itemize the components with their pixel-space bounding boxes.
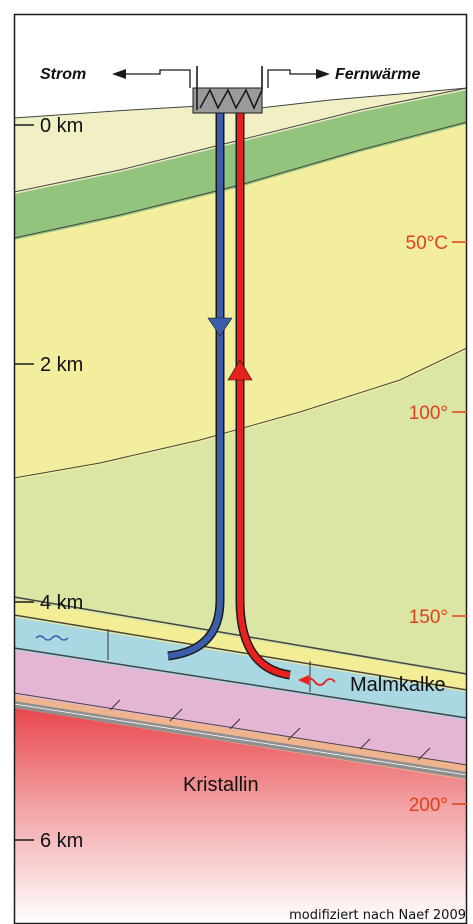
arrow-right-icon xyxy=(316,69,330,79)
heat-wiggle-arrow-icon xyxy=(306,677,336,686)
pink-layer xyxy=(14,648,467,765)
kristallin-label: Kristallin xyxy=(183,774,259,796)
temp-tick-200: 200° xyxy=(409,795,448,816)
flow-up-arrow-icon xyxy=(227,359,253,381)
hatched-band xyxy=(14,701,467,779)
arrow-left-icon xyxy=(112,69,126,79)
malm-limestone-layer xyxy=(14,615,467,720)
malmkalke-label: Malmkalke xyxy=(350,674,446,696)
fernwaerme-label: Fernwärme xyxy=(335,66,420,83)
source-credit: modifiziert nach Naef 2009 xyxy=(289,908,466,923)
temp-tick-100: 100° xyxy=(409,403,448,424)
strom-label: Strom xyxy=(40,66,86,83)
depth-tick-4: 4 km xyxy=(40,592,83,614)
depth-tick-2: 2 km xyxy=(40,354,83,376)
thin-yellow-layer xyxy=(14,597,467,692)
temp-tick-150: 150° xyxy=(409,607,448,628)
temp-tick-50: 50°C xyxy=(406,233,448,254)
depth-tick-6: 6 km xyxy=(40,830,83,852)
depth-tick-0: 0 km xyxy=(40,115,83,137)
water-wave-icon xyxy=(35,635,69,641)
strom-line xyxy=(125,69,191,88)
power-plant-icon xyxy=(192,66,263,114)
fernwaerme-line xyxy=(267,69,320,88)
flow-down-arrow-icon xyxy=(207,317,233,337)
hatch-pattern xyxy=(14,703,467,776)
